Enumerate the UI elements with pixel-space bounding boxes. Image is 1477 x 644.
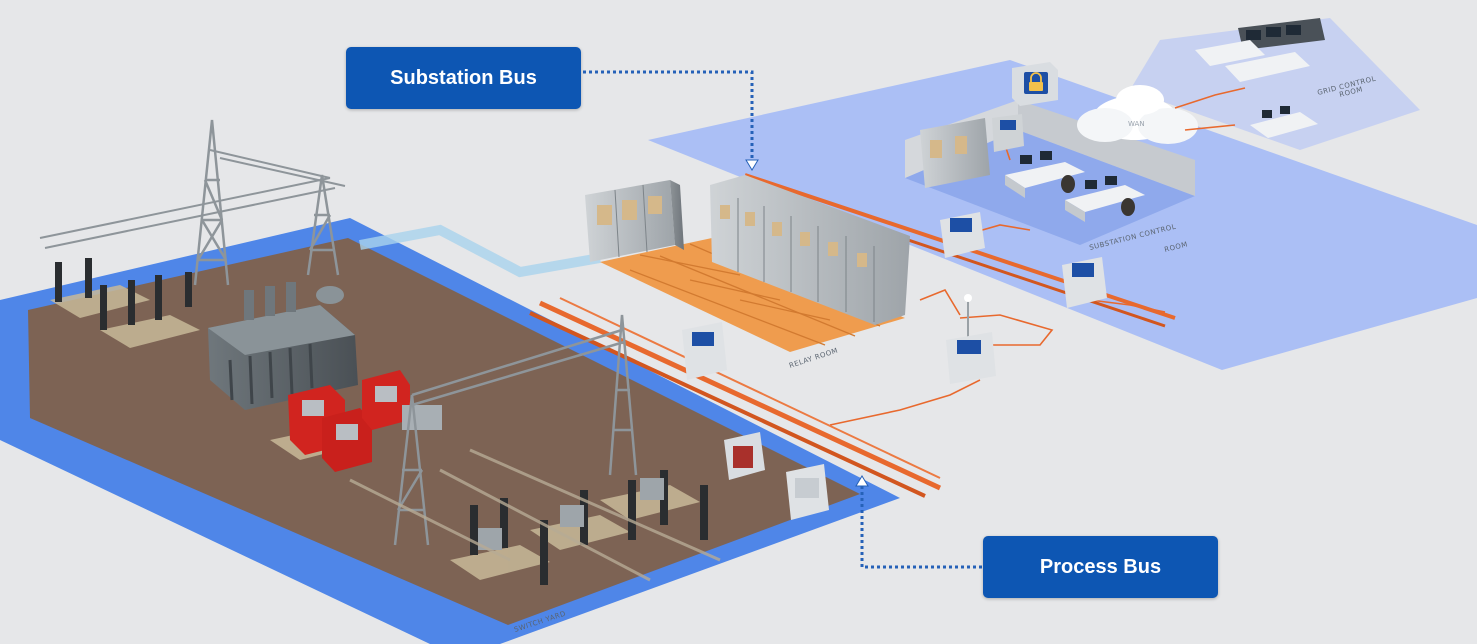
substation-bus-connector xyxy=(583,70,754,162)
substation-bus-callout: Substation Bus xyxy=(346,47,581,109)
lattice-tower-right xyxy=(306,174,340,276)
relay-cabinets-small xyxy=(585,180,684,262)
ied-box-4 xyxy=(682,322,727,380)
ied-box-1 xyxy=(940,212,985,258)
lock-icon xyxy=(1029,72,1043,91)
process-bus-connector xyxy=(860,484,982,569)
control-room-wall-right xyxy=(1018,100,1195,196)
merging-unit-grey xyxy=(786,464,829,520)
lattice-tower-left xyxy=(193,119,230,286)
firewall-device xyxy=(1012,62,1058,106)
relay-room-floor xyxy=(600,238,905,352)
substation-bus-arrow xyxy=(745,159,759,171)
control-room-equipment xyxy=(920,114,1145,222)
ied-box-3 xyxy=(946,294,996,384)
process-bus-callout: Process Bus xyxy=(983,536,1218,598)
relay-cabinets-row xyxy=(710,175,910,325)
power-transformer xyxy=(208,282,358,410)
yard-to-relay-cable xyxy=(359,224,601,278)
lattice-tower-lower xyxy=(393,314,638,546)
process-bus-arrow xyxy=(855,475,869,487)
grid-control-equipment xyxy=(1195,18,1325,138)
cloud-icon: WAN xyxy=(1077,85,1198,144)
cloud-label: WAN xyxy=(1128,120,1145,128)
yard-walkways xyxy=(349,448,721,582)
yard-breaker-heads xyxy=(478,478,664,550)
gantry xyxy=(39,149,346,249)
merging-unit-red xyxy=(724,432,765,480)
red-breakers xyxy=(288,370,442,472)
ied-box-2 xyxy=(1062,257,1107,308)
